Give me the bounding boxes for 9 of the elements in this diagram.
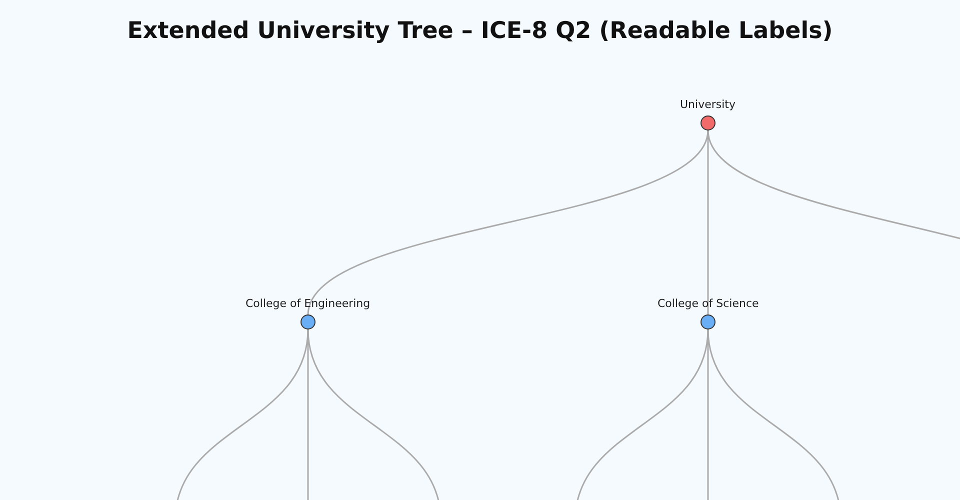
node-label: University — [680, 98, 736, 112]
chart-title: Extended University Tree – ICE-8 Q2 (Readable Labels) — [126, 18, 834, 44]
node-label: College of Engineering — [246, 297, 370, 311]
tree-link — [707, 328, 842, 500]
tree-link — [307, 328, 442, 500]
tree-link — [307, 130, 709, 316]
tree-link — [574, 328, 709, 500]
node-label: College of Science — [658, 297, 759, 311]
tree-link — [174, 328, 309, 500]
